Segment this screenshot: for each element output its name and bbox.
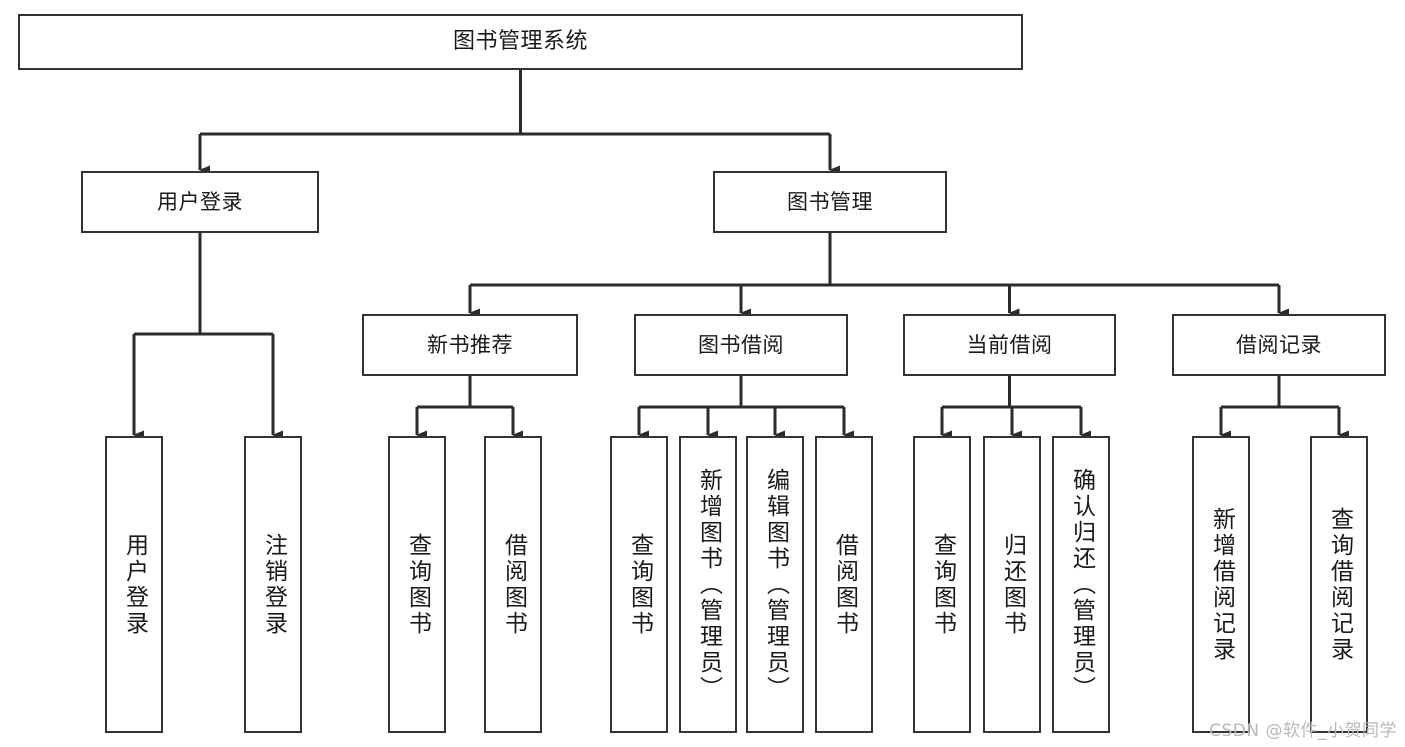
node-label: 当前借阅 <box>966 332 1053 357</box>
node-label: 查询借阅记录 <box>1326 506 1353 663</box>
leaf-borrow-add-book[interactable]: 新增图书（管理员） <box>679 436 737 733</box>
leaf-borrow-borrow-book[interactable]: 借阅图书 <box>815 436 873 733</box>
node-label: 图书借阅 <box>698 332 784 357</box>
node-label: 用户登录 <box>121 532 148 637</box>
node-user-login[interactable]: 用户登录 <box>81 171 319 233</box>
leaf-borrow-query-book[interactable]: 查询图书 <box>610 436 668 733</box>
node-label: 用户登录 <box>157 189 243 214</box>
node-label: 编辑图书（管理员） <box>762 467 789 702</box>
node-book-manage[interactable]: 图书管理 <box>713 171 947 233</box>
node-label: 借阅记录 <box>1236 332 1322 357</box>
leaf-current-confirm-return[interactable]: 确认归还（管理员） <box>1052 436 1110 733</box>
node-label: 查询图书 <box>929 532 956 637</box>
node-label: 新增图书（管理员） <box>695 467 722 702</box>
node-label: 图书管理 <box>787 189 873 214</box>
node-label: 查询图书 <box>404 532 431 637</box>
node-label: 确认归还（管理员） <box>1068 467 1095 702</box>
node-book-borrow[interactable]: 图书借阅 <box>634 314 848 376</box>
leaf-user-logout[interactable]: 注销登录 <box>244 436 302 733</box>
node-label: 借阅图书 <box>831 532 858 637</box>
node-label: 归还图书 <box>999 532 1026 637</box>
leaf-recommend-borrow-book[interactable]: 借阅图书 <box>484 436 542 733</box>
node-label: 图书管理系统 <box>452 29 588 55</box>
leaf-current-query-book[interactable]: 查询图书 <box>913 436 971 733</box>
node-label: 查询图书 <box>626 532 653 637</box>
leaf-user-login[interactable]: 用户登录 <box>105 436 163 733</box>
node-label: 新书推荐 <box>427 332 513 357</box>
leaf-recommend-query-book[interactable]: 查询图书 <box>388 436 446 733</box>
leaf-borrow-edit-book[interactable]: 编辑图书（管理员） <box>746 436 804 733</box>
leaf-record-add-borrow-record[interactable]: 新增借阅记录 <box>1192 436 1250 733</box>
node-label: 新增借阅记录 <box>1208 506 1235 663</box>
node-current-borrow[interactable]: 当前借阅 <box>903 314 1116 376</box>
leaf-current-return-book[interactable]: 归还图书 <box>983 436 1041 733</box>
leaf-record-query-borrow-record[interactable]: 查询借阅记录 <box>1310 436 1368 733</box>
node-borrow-record[interactable]: 借阅记录 <box>1172 314 1386 376</box>
node-label: 借阅图书 <box>500 532 527 637</box>
node-root[interactable]: 图书管理系统 <box>18 14 1023 70</box>
node-label: 注销登录 <box>260 532 287 637</box>
node-new-book-recommendation[interactable]: 新书推荐 <box>362 314 578 376</box>
